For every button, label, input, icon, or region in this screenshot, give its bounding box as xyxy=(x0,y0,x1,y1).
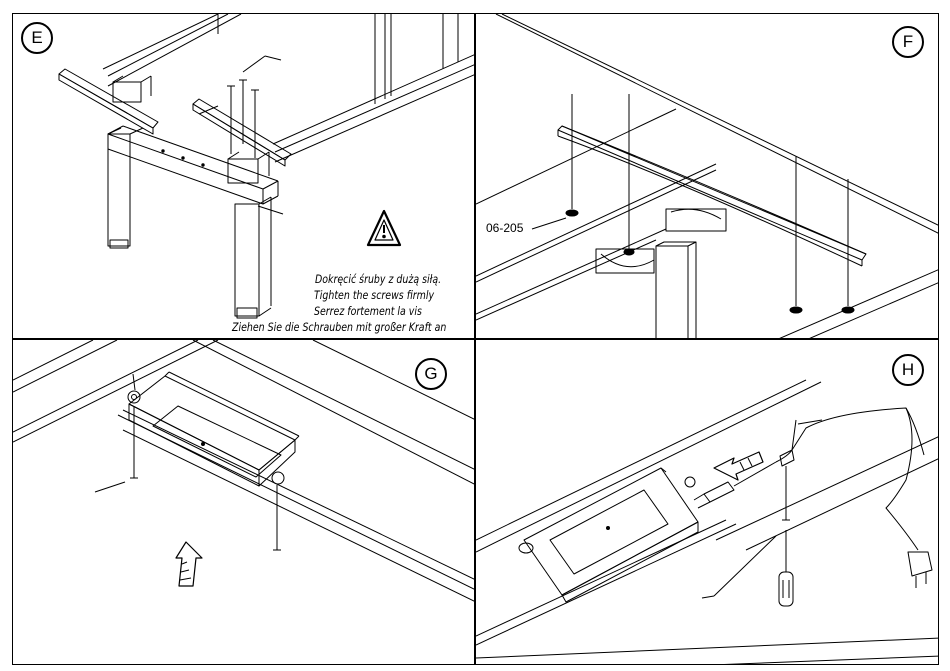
leader-line xyxy=(702,420,822,598)
direction-arrow-icon xyxy=(714,452,763,480)
control-box xyxy=(519,468,698,602)
step-f-bracket-drawing xyxy=(476,14,939,339)
step-badge: E xyxy=(21,22,53,54)
cross-bracket-left xyxy=(59,69,158,134)
desk-leg xyxy=(596,242,696,339)
part-number-label: 06-205 xyxy=(486,221,523,235)
tabletop-underside xyxy=(476,380,939,665)
step-badge: F xyxy=(892,26,924,58)
step-e-panel: E Dokręcić śruby z dużą siłą. Tighten th… xyxy=(12,13,475,339)
direction-arrow-icon xyxy=(176,542,202,586)
leader-line xyxy=(532,218,566,229)
desk-leg-left xyxy=(108,128,143,248)
screw-icon xyxy=(130,406,281,550)
step-g-control-box-drawing xyxy=(13,340,475,665)
warning-text-fr: Serrez fortement la vis xyxy=(314,304,422,319)
power-plug-icon xyxy=(908,552,932,588)
step-badge: G xyxy=(415,358,447,390)
connector-plug xyxy=(694,462,776,508)
desk-leg-right xyxy=(235,197,271,318)
cross-bracket-right xyxy=(193,99,291,183)
desk-frame-beam xyxy=(108,126,278,204)
step-badge: H xyxy=(892,354,924,386)
cross-bracket xyxy=(558,126,866,266)
warning-text-de: Ziehen Sie die Schrauben mit großer Kraf… xyxy=(232,320,446,335)
screw-icon xyxy=(566,94,854,313)
step-h-cable-drawing xyxy=(476,340,939,665)
warning-triangle-icon xyxy=(368,211,400,245)
screw-icon xyxy=(782,466,790,520)
screwdriver-icon xyxy=(779,530,793,606)
leader-line xyxy=(95,482,125,492)
warning-text-en: Tighten the screws firmly xyxy=(314,288,434,303)
desk-frame-back xyxy=(103,14,475,162)
step-h-panel: H xyxy=(475,339,939,665)
control-box xyxy=(128,372,299,486)
step-g-panel: G xyxy=(12,339,475,665)
step-f-panel: F 06-205 xyxy=(475,13,939,339)
power-cable xyxy=(776,408,924,550)
tabletop-underside xyxy=(476,14,939,339)
warning-text-pl: Dokręcić śruby z dużą siłą. xyxy=(315,272,441,287)
